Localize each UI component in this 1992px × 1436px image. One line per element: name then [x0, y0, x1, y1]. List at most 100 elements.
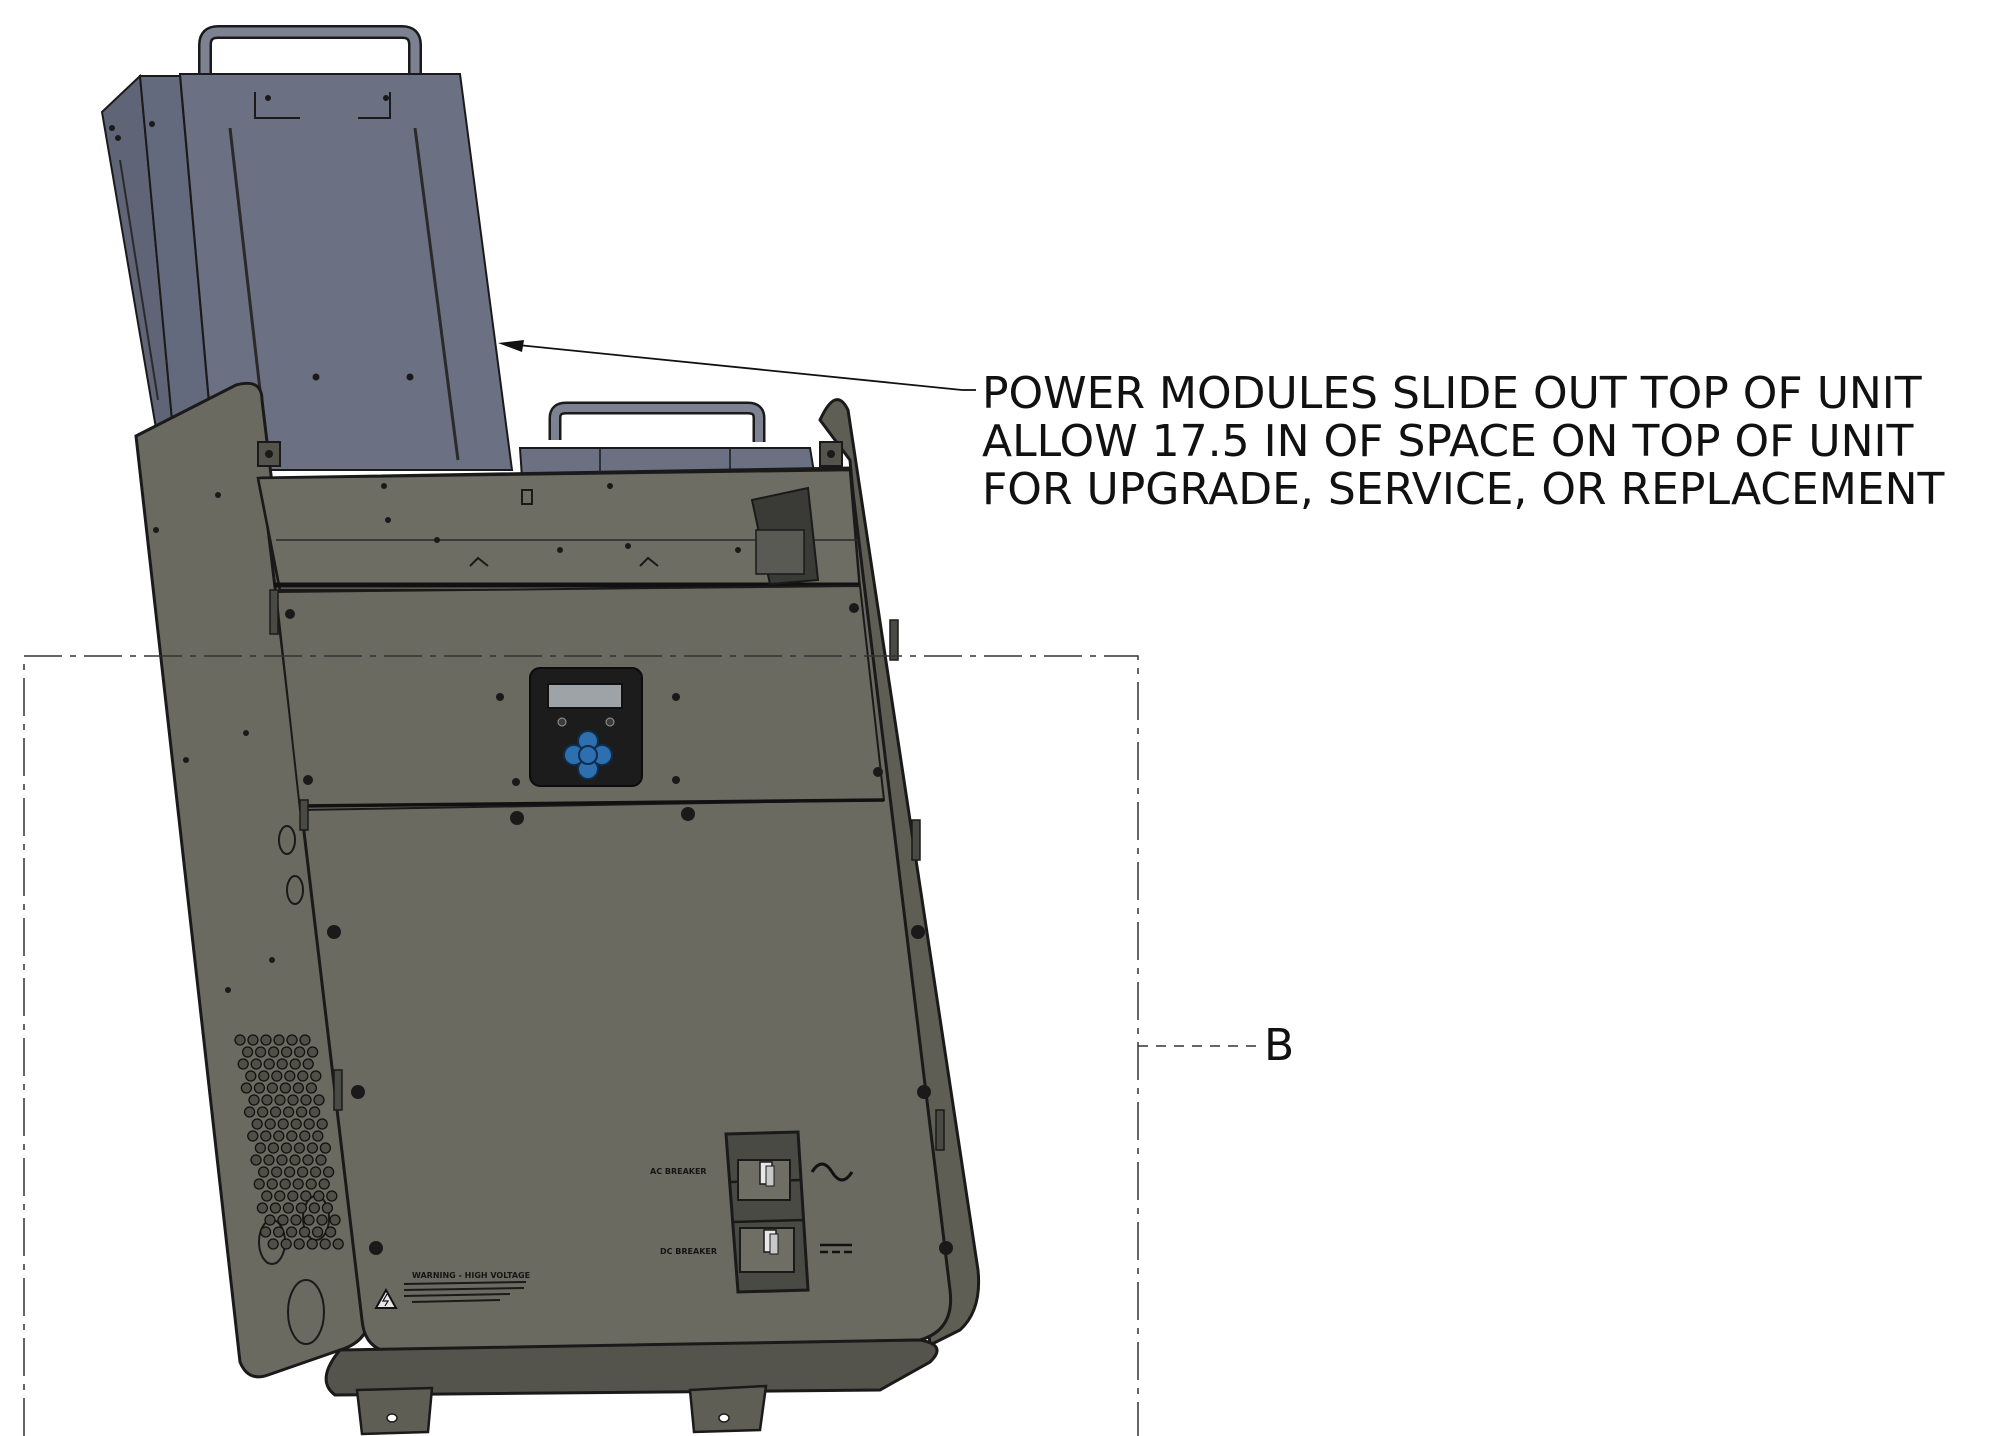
second-module-handle	[548, 401, 766, 442]
vent-hole	[272, 1226, 285, 1238]
vent-hole	[332, 1238, 344, 1250]
vent-hole	[299, 1034, 311, 1046]
vent-hole	[253, 1082, 266, 1094]
led-indicator-left	[557, 717, 567, 727]
keypad-enter-button[interactable]	[578, 745, 598, 765]
vent-hole	[295, 1202, 308, 1214]
vent-hole	[297, 1070, 309, 1082]
vent-hole	[253, 1178, 265, 1190]
vent-hole	[310, 1070, 322, 1082]
vent-hole	[300, 1190, 312, 1202]
vent-hole	[250, 1058, 262, 1070]
callout-line-2: ALLOW 17.5 IN OF SPACE ON TOP OF UNIT	[982, 416, 1914, 467]
vent-hole	[316, 1214, 328, 1226]
vent-hole	[303, 1118, 315, 1130]
vent-hole	[273, 1034, 285, 1046]
knockout-1	[278, 825, 296, 855]
ac-breaker-label: AC BREAKER	[650, 1167, 707, 1176]
vent-hole	[263, 1154, 275, 1166]
second-power-module	[518, 401, 817, 479]
vent-hole	[308, 1202, 321, 1214]
dc-breaker-label: DC BREAKER	[660, 1247, 717, 1256]
vent-hole	[234, 1034, 246, 1046]
knockout-2	[286, 875, 304, 905]
vent-hole	[271, 1070, 283, 1082]
mounting-foot-left	[355, 1386, 434, 1436]
vent-hole	[258, 1070, 270, 1082]
vent-hole	[290, 1214, 302, 1226]
vent-hole	[254, 1046, 267, 1058]
navigation-keypad[interactable]	[563, 730, 613, 780]
vent-hole	[303, 1214, 315, 1226]
vent-hole	[264, 1214, 276, 1226]
callout-arrowhead	[498, 340, 524, 352]
vent-hole	[259, 1226, 272, 1238]
vent-hole	[277, 1214, 289, 1226]
vent-hole	[296, 1166, 309, 1178]
warning-text: WARNING - HIGH VOLTAGE	[412, 1271, 530, 1280]
vent-hole	[267, 1046, 280, 1058]
vent-hole	[247, 1034, 259, 1046]
vent-hole	[290, 1118, 302, 1130]
vent-hole	[298, 1226, 311, 1238]
vent-hole	[313, 1190, 325, 1202]
callout-leader	[498, 340, 976, 391]
vent-hole	[305, 1082, 318, 1094]
vent-hole	[267, 1238, 279, 1250]
dc-breaker-switch[interactable]	[739, 1227, 795, 1273]
inverter-cabinet	[134, 381, 981, 1397]
module-handle	[198, 25, 422, 80]
vent-hole	[256, 1106, 269, 1118]
ventilation-grille	[234, 1034, 344, 1250]
vent-hole	[251, 1118, 263, 1130]
vent-hole	[315, 1154, 327, 1166]
ac-breaker-switch[interactable]	[737, 1159, 791, 1201]
vent-hole	[329, 1214, 341, 1226]
vent-hole	[322, 1166, 335, 1178]
vent-hole	[309, 1166, 322, 1178]
vent-hole	[311, 1226, 324, 1238]
vent-hole	[273, 1130, 285, 1142]
vent-hole	[306, 1238, 318, 1250]
vent-hole	[319, 1142, 332, 1154]
knockout-5	[287, 1279, 325, 1345]
breaker-panel: AC BREAKER DC BREAKER	[650, 1130, 854, 1294]
vent-hole	[324, 1226, 337, 1238]
vent-hole	[316, 1118, 328, 1130]
vent-hole	[243, 1106, 256, 1118]
control-panel	[529, 667, 643, 787]
vent-hole	[266, 1178, 278, 1190]
vent-hole	[264, 1118, 276, 1130]
vent-hole	[250, 1154, 262, 1166]
vent-hole	[276, 1058, 288, 1070]
vent-hole	[289, 1154, 301, 1166]
vent-hole	[286, 1130, 298, 1142]
vent-hole	[283, 1166, 296, 1178]
vent-hole	[302, 1058, 314, 1070]
vent-hole	[279, 1178, 291, 1190]
vent-hole	[292, 1178, 304, 1190]
vent-hole	[282, 1106, 295, 1118]
power-module-front-main	[178, 73, 514, 471]
callout-line-3: FOR UPGRADE, SERVICE, OR REPLACEMENT	[982, 464, 1944, 515]
vent-hole	[274, 1190, 286, 1202]
detail-view-label: B	[1264, 1020, 1294, 1071]
vent-hole	[237, 1058, 249, 1070]
warning-label: WARNING - HIGH VOLTAGE	[374, 1271, 530, 1309]
vent-hole	[326, 1190, 338, 1202]
vent-hole	[263, 1058, 275, 1070]
vent-hole	[292, 1082, 305, 1094]
vent-hole	[277, 1118, 289, 1130]
vent-hole	[245, 1070, 257, 1082]
vent-hole	[321, 1202, 334, 1214]
vent-hole	[287, 1190, 299, 1202]
callout-text: POWER MODULES SLIDE OUT TOP OF UNIT ALLO…	[982, 368, 1944, 515]
vent-hole	[285, 1226, 298, 1238]
vent-hole	[302, 1154, 314, 1166]
callout-line-1: POWER MODULES SLIDE OUT TOP OF UNIT	[982, 368, 1922, 419]
vent-hole	[257, 1166, 270, 1178]
vent-hole	[254, 1142, 267, 1154]
cabinet-bottom	[324, 1338, 939, 1397]
dc-lines-icon	[820, 1243, 852, 1254]
vent-hole	[274, 1094, 286, 1106]
